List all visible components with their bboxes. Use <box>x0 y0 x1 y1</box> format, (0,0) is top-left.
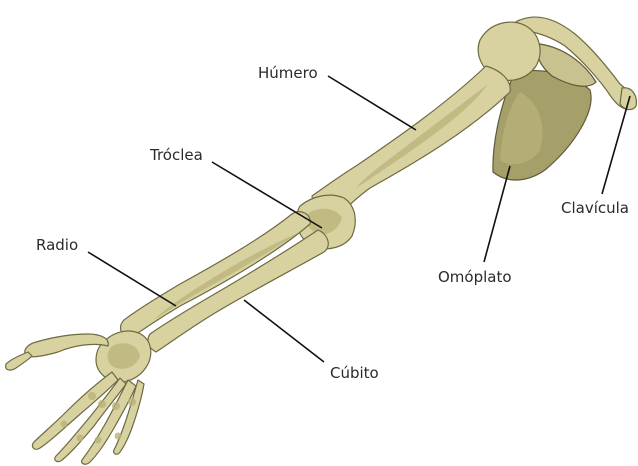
radio-leader-line <box>88 252 176 306</box>
troclea-leader-line <box>212 162 322 228</box>
forearm-illustration <box>121 212 329 352</box>
cubito-label: Cúbito <box>330 364 379 382</box>
omoplato-label: Omóplato <box>438 268 512 286</box>
humero-label: Húmero <box>258 64 318 82</box>
radio-label: Radio <box>36 236 78 254</box>
clavicula-leader-line <box>602 96 630 194</box>
hand-illustration <box>6 331 151 464</box>
cubito-leader-line <box>244 300 324 362</box>
omoplato-leader-line <box>484 166 510 262</box>
clavicula-label: Clavícula <box>561 199 629 217</box>
troclea-label: Tróclea <box>149 146 203 164</box>
humero-leader-line <box>328 76 416 130</box>
